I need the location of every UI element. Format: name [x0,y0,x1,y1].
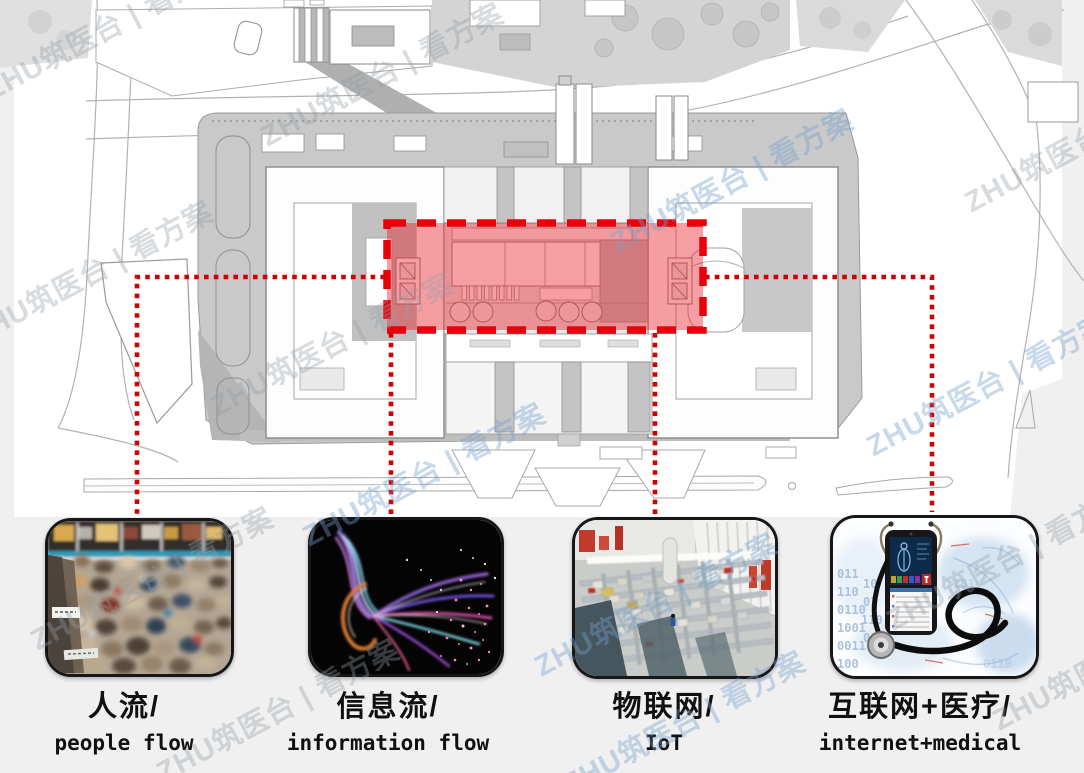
medical-street-plan [443,222,649,335]
caption-internet-medical: 互联网+医疗/ internet+medical [775,690,1065,755]
svg-text:0011: 0011 [837,639,866,653]
photo-iot [572,517,778,679]
south-roads [83,446,953,507]
northeast-context [796,0,1079,123]
worker-figure [670,613,676,626]
caption-internet-medical-zh: 互联网+医疗/ [828,691,1012,723]
svg-text:1001: 1001 [837,621,866,635]
stethoscope-chest-piece [867,631,895,659]
escalator-structure [48,555,99,673]
svg-text:10: 10 [863,577,877,591]
caption-iot-en: IoT [645,731,683,755]
svg-text:100: 100 [837,657,859,671]
connector-lines [134,274,935,514]
svg-text:101: 101 [953,577,975,591]
smartphone [885,530,937,635]
app-icon-row [891,574,931,585]
svg-text:110: 110 [861,613,883,627]
svg-text:110: 110 [837,585,859,599]
light-particles [405,549,497,665]
north-link-bridges [555,75,689,165]
north-park [432,0,790,88]
caption-people-flow-zh: 人流/ [87,691,161,723]
caption-internet-medical-en: internet+medical [818,731,1022,755]
medical-sketch-lines [942,547,1020,665]
medical-street-highlight-border [383,219,707,334]
photo-information-flow [308,517,504,677]
svg-text:0110: 0110 [837,603,866,617]
rack-grid [579,558,774,669]
elevator-cores [395,257,693,305]
photo-people-flow [45,518,234,677]
caption-iot-zh: 物联网/ [612,691,716,723]
medical-street-highlight [387,223,703,330]
caption-people-flow-en: people flow [54,731,194,755]
caption-information-flow: 信息流/ information flow [243,690,533,755]
svg-text:011: 011 [837,567,859,581]
caption-information-flow-zh: 信息流/ [336,691,440,723]
south-courtyards [445,333,653,447]
svg-text:0110: 0110 [983,657,1012,671]
caption-information-flow-en: information flow [286,731,490,755]
caption-people-flow: 人流/ people flow [0,690,269,755]
context-roads [57,0,1084,479]
caption-iot: 物联网/ IoT [519,690,809,755]
light-streams [334,529,495,671]
floor-aisles [575,600,737,676]
mall-storefront-strip [48,521,231,560]
north-courtyards [443,166,649,224]
